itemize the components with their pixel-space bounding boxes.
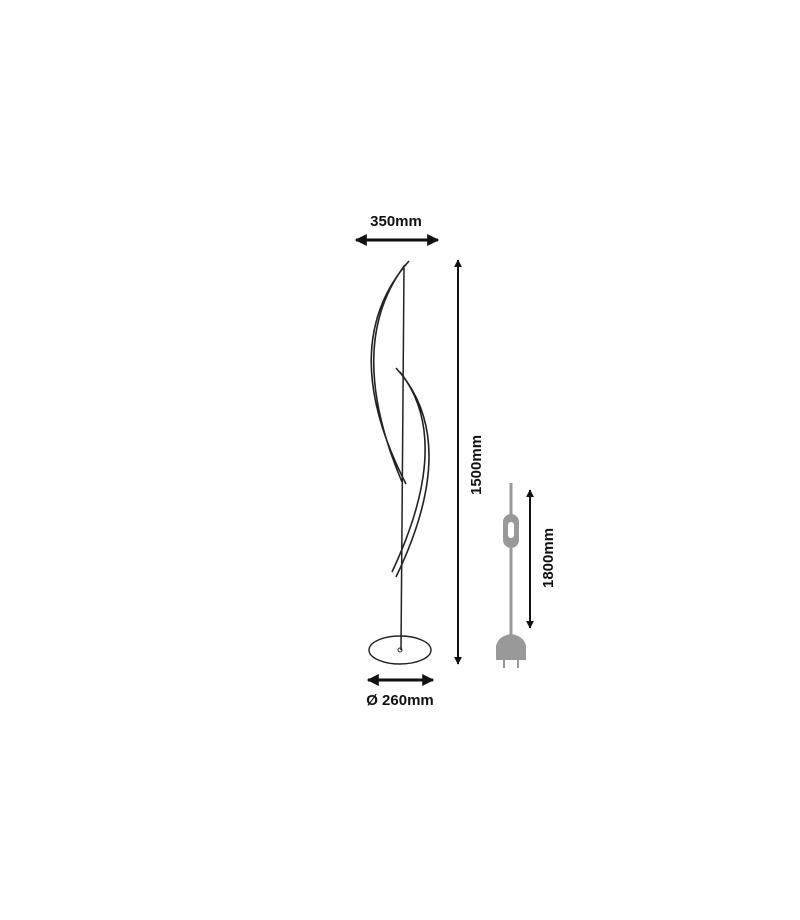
upper-arc-lamp: [370, 260, 410, 485]
height-label: 1500mm: [468, 435, 485, 495]
floor-lamp: [368, 260, 432, 665]
plug-icon: [496, 634, 526, 660]
lamp-base: [368, 635, 432, 665]
cable-label: 1800mm: [540, 528, 557, 588]
width-label: 350mm: [370, 213, 422, 230]
base-label: Ø 260mm: [366, 692, 434, 709]
power-cable: [496, 483, 526, 668]
lower-arc-lamp: [391, 367, 430, 578]
lamp-pole: [400, 267, 405, 651]
